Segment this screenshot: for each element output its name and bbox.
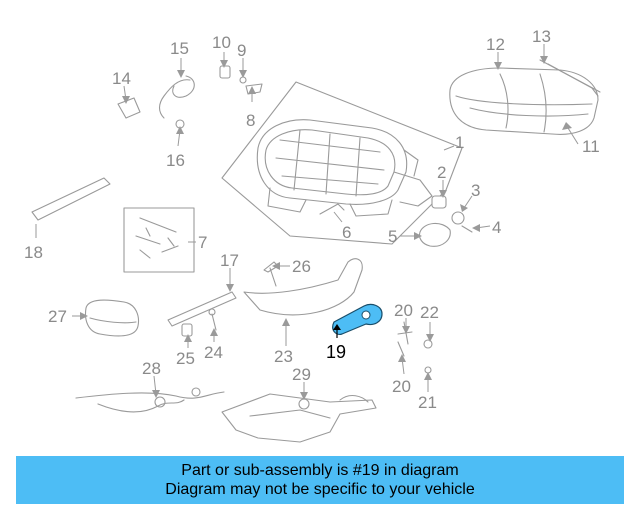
callout-6: 6 [342,223,351,242]
lever-handle-19 [332,303,383,338]
callout-9: 9 [237,41,246,60]
trim-bar [31,177,111,221]
callout-15: 15 [170,39,189,58]
callout-7: 7 [198,233,207,252]
callout-24: 24 [204,343,223,362]
leader-lines [35,44,579,400]
side-shield [243,258,363,316]
callout-labels: 1 2 3 4 5 6 7 8 9 10 11 12 13 14 15 16 1… [24,27,600,412]
callout-2: 2 [437,163,446,182]
callout-20-upper: 20 [394,301,413,320]
banner-line-1: Part or sub-assembly is #19 in diagram [181,462,459,479]
callout-13: 13 [532,27,551,46]
small-bracket [117,97,141,119]
callout-26: 26 [292,257,311,276]
adjuster-parts [418,195,473,247]
callout-17: 17 [220,251,239,270]
callout-29: 29 [292,365,311,384]
harness-center [221,393,377,443]
parts-diagram: 1 2 3 4 5 6 7 8 9 10 11 12 13 14 15 16 1… [24,27,601,443]
callout-14: 14 [112,69,131,88]
callout-11: 11 [582,137,600,156]
info-banner: Part or sub-assembly is #19 in diagram D… [16,456,624,504]
callout-23: 23 [274,347,293,366]
small-rod [319,203,345,215]
callout-19: 19 [326,342,346,362]
callout-28: 28 [142,359,161,378]
callout-1: 1 [455,133,464,152]
release-cable [158,75,195,129]
callout-4: 4 [492,218,501,237]
callout-25: 25 [176,349,195,368]
callout-10: 10 [212,33,231,52]
callout-22: 22 [420,303,439,322]
callout-20-lower: 20 [392,377,411,396]
fasteners-upper [219,65,263,95]
callout-5: 5 [388,227,397,246]
callout-27: 27 [48,307,67,326]
armrest-pad [84,299,140,337]
cushion-wire [539,59,601,93]
callout-3: 3 [471,181,480,200]
callout-12: 12 [486,35,505,54]
callout-21: 21 [418,393,437,412]
callout-8: 8 [246,111,255,130]
clips [181,308,217,337]
callout-18: 18 [24,243,43,262]
hardware-kit [123,207,195,273]
side-rail [167,291,237,327]
banner-line-2: Diagram may not be specific to your vehi… [165,481,475,498]
harness-left [75,387,225,413]
callout-16: 16 [166,151,185,170]
seat-frame-assembly [221,81,463,245]
seat-cushion [449,63,599,135]
